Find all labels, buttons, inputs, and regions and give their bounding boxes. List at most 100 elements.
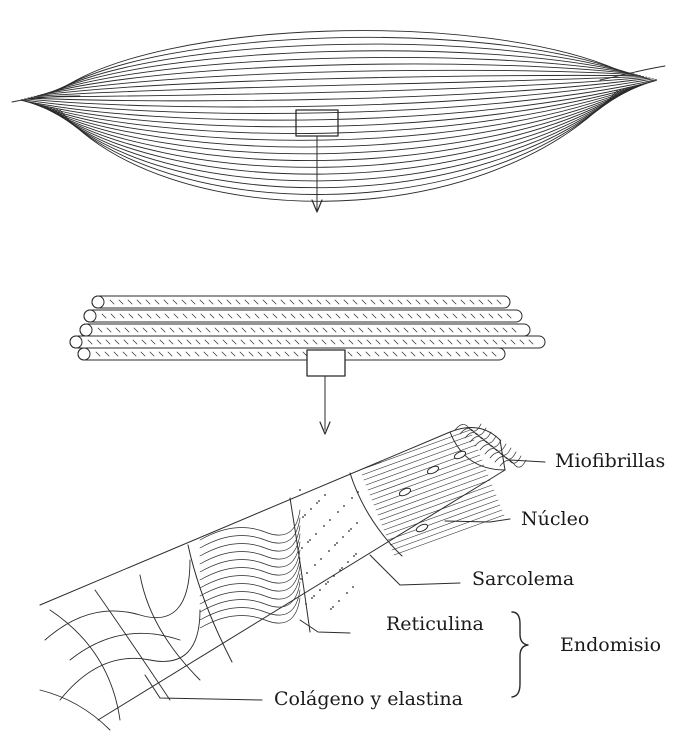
- sarcolemma-dot: [341, 567, 343, 569]
- endomisio-brace: [512, 612, 528, 697]
- sarcolemma-dot: [302, 516, 304, 518]
- fibril-end: [480, 444, 506, 451]
- sarcolemma-dot: [315, 533, 317, 535]
- label-miofibrillas: Miofibrillas: [555, 452, 665, 471]
- fibril-end: [495, 456, 521, 463]
- sarcolemma-dot: [337, 511, 339, 513]
- sarcolemma-dot: [334, 544, 336, 546]
- collagen-elastin-fiber: [40, 690, 110, 730]
- label-nucleo: Núcleo: [521, 510, 589, 529]
- myofibril-line: [370, 455, 480, 495]
- fiber-rod: [80, 324, 530, 336]
- single-muscle-fiber: [40, 424, 526, 730]
- sarcolemma-dot: [356, 522, 358, 524]
- sarcolemma-dot: [301, 547, 303, 549]
- sarcolemma-dot: [328, 550, 330, 552]
- sarcolemma-dot: [346, 592, 348, 594]
- sarcolemma-dot: [325, 583, 327, 585]
- sarcolemma-dot: [347, 561, 349, 563]
- collagen-elastin-fiber: [140, 575, 200, 680]
- sarcolemma-dot: [329, 519, 331, 521]
- sarcolemma-dot: [330, 608, 332, 610]
- leader-nucleo: [445, 519, 510, 522]
- muscle-fiber-line: [28, 78, 650, 101]
- sarcolemma-dot: [319, 589, 321, 591]
- sarcolemma-dot: [323, 525, 325, 527]
- label-reticulina: Reticulina: [386, 615, 484, 634]
- fibril-end: [470, 436, 496, 443]
- fibril-end: [465, 432, 491, 439]
- sarcolemma-dot: [311, 597, 313, 599]
- muscle-fiber-line: [57, 89, 621, 194]
- myofibril-line: [392, 510, 502, 550]
- sarcolemma-dot: [304, 514, 306, 516]
- myofibril-line: [360, 430, 470, 470]
- sarcolemma-dot: [357, 491, 359, 493]
- fiber-rod: [70, 336, 545, 348]
- sarcolemma-dot: [307, 541, 309, 543]
- sarcolemma-dot: [306, 572, 308, 574]
- fiber-rod: [84, 310, 522, 322]
- myofibril-line: [386, 495, 496, 535]
- sarcolemma-dot: [333, 575, 335, 577]
- nucleus: [453, 450, 466, 461]
- label-colageno: Colágeno y elastina: [274, 690, 463, 709]
- sarcolemma-dot: [336, 542, 338, 544]
- collagen-elastin-fiber: [60, 610, 200, 700]
- sarcolemma-dot: [324, 494, 326, 496]
- sarcolemma-dot: [320, 558, 322, 560]
- label-sarcolema: Sarcolema: [472, 570, 574, 589]
- sarcolemma-dot: [316, 502, 318, 504]
- reticulin-fiber: [200, 510, 300, 540]
- myofibril-line: [388, 500, 498, 540]
- leader-colageno: [145, 675, 262, 700]
- myofibril-line: [364, 440, 474, 480]
- sarcolemma-dot: [352, 586, 354, 588]
- sarcolemma-dot: [313, 595, 315, 597]
- leader-sarcolema: [370, 555, 460, 585]
- muscle-fiber-line: [31, 83, 647, 140]
- leader-miofibrillas: [510, 460, 545, 462]
- collagen-elastin-fiber: [50, 610, 120, 720]
- sarcolemma-dot: [339, 569, 341, 571]
- collagen-elastin-fiber: [70, 633, 180, 660]
- fibril-end: [485, 448, 511, 455]
- leader-reticulina: [300, 620, 350, 633]
- sarcolemma-dot: [300, 578, 302, 580]
- myofibril-line: [390, 505, 500, 545]
- myofibril-line: [380, 480, 490, 520]
- zoom-box-fascicle: [307, 350, 345, 376]
- sarcolemma-dot: [310, 508, 312, 510]
- muscle-fiber-line: [44, 64, 634, 94]
- collagen-elastin-fiber: [95, 590, 170, 700]
- sarcolemma-dot: [355, 553, 357, 555]
- sarcolemma-dot: [327, 581, 329, 583]
- nucleus: [398, 487, 411, 498]
- sarcolemma-dot: [342, 536, 344, 538]
- myofibril-line: [376, 470, 486, 510]
- myofibril-line: [366, 445, 476, 485]
- label-endomisio: Endomisio: [560, 636, 661, 655]
- sarcolemma-dot: [314, 564, 316, 566]
- sarcolemma-dot: [305, 603, 307, 605]
- sarcolemma-dot: [351, 497, 353, 499]
- sarcolemma-dot: [348, 530, 350, 532]
- sarcolemma-dot: [332, 606, 334, 608]
- fibril-end: [475, 440, 501, 447]
- myofibril-line: [382, 485, 492, 525]
- myofibril-line: [378, 475, 488, 515]
- sarcolemma-dot: [309, 539, 311, 541]
- sarcolemma-dot: [318, 500, 320, 502]
- sarcolemma-dot: [338, 600, 340, 602]
- myofibril-line: [384, 490, 494, 530]
- sarcolemma-dot: [299, 489, 301, 491]
- sarcolemma-dot: [350, 528, 352, 530]
- zoom-box-muscle: [296, 110, 338, 136]
- sarcolemma-dot: [353, 555, 355, 557]
- nucleus: [426, 465, 439, 476]
- layer-boundary: [188, 545, 232, 662]
- fiber-rod: [78, 348, 505, 360]
- muscle-fiber-line: [25, 79, 653, 107]
